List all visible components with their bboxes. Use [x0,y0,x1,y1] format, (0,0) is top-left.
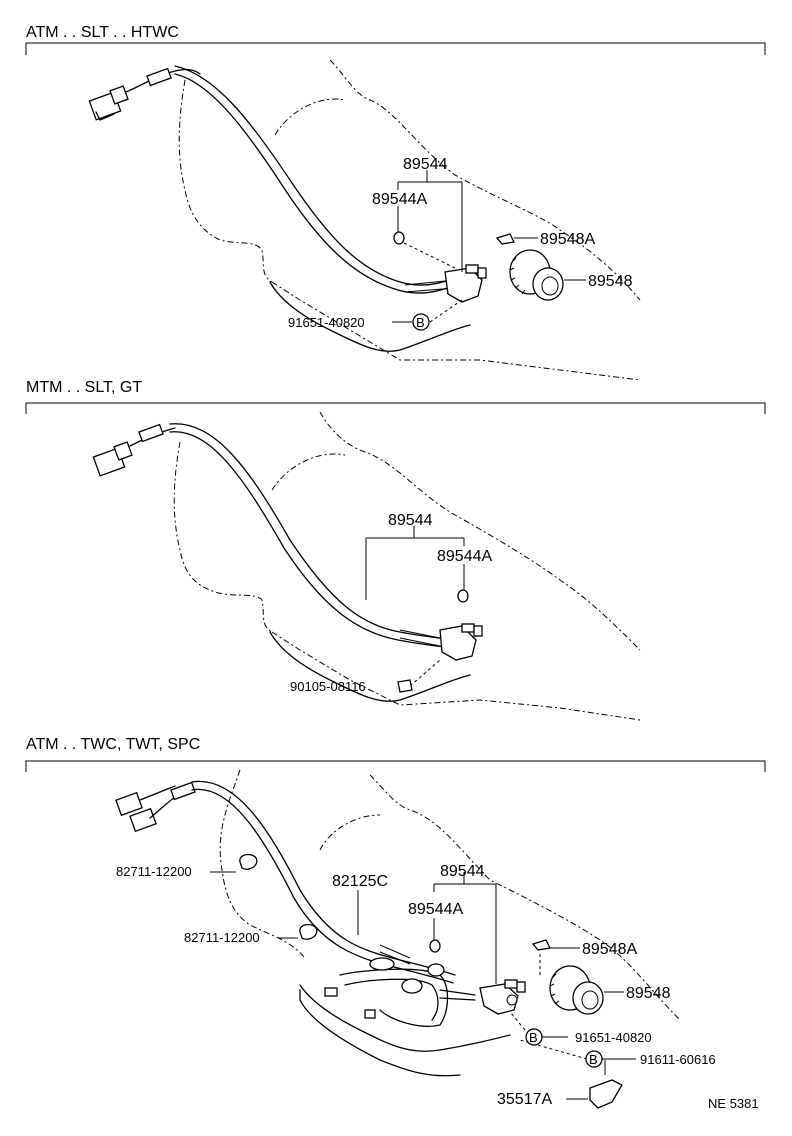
label-91651-40820-sec3: 91651-40820 [575,1030,652,1045]
label-89544A-sec3: 89544A [408,901,463,918]
section-3: ATM . . TWC, TWT, SPC [25,736,766,1109]
section-2-title: MTM . . SLT, GT [26,379,142,396]
bolt-marker-b2-sec3 [585,1050,603,1068]
section-1: ATM . . SLT . . HTWC [25,24,766,381]
section-1-bracket [25,42,766,55]
section-2: MTM . . SLT, GT 89544 89544A 90105-08116 [25,379,766,721]
o-ring-89544A-sec3 [429,939,441,953]
o-ring-89544A-sec2 [457,589,469,603]
label-89548-sec1: 89548 [588,273,633,290]
label-82125C: 82125C [332,873,388,890]
label-91651-40820-sec1: 91651-40820 [288,315,365,330]
section-1-title: ATM . . SLT . . HTWC [26,24,179,41]
clamp-82711-12200-b [299,923,318,940]
bolt-marker-b1-sec3 [525,1028,543,1046]
label-82711-12200-a: 82711-12200 [116,864,192,879]
speed-sensor-89544-sec3 [479,979,526,1015]
label-89548-sec3: 89548 [626,985,671,1002]
clip-89548A-sec3 [531,939,551,951]
label-82711-12200-b: 82711-12200 [184,930,260,945]
label-89544A-sec2: 89544A [437,548,492,565]
label-89544-sec3: 89544 [440,863,485,880]
bolt-marker-b-sec1 [412,313,430,331]
section-2-bracket [25,402,766,414]
speed-sensor-89544-sec2 [439,623,483,661]
connector-1 [88,67,201,121]
label-circle-b-sec1: B [416,315,425,330]
driven-gear-89548-sec1 [509,249,564,301]
label-35517A: 35517A [497,1091,552,1108]
clip-89548A-sec1 [495,233,515,245]
label-89544-sec1: 89544 [403,156,448,173]
connector-2 [92,423,176,477]
clamp-82711-12200-a [239,853,258,870]
connector-3 [115,781,196,833]
label-89544-sec2: 89544 [388,512,433,529]
label-89544A-sec1: 89544A [372,191,427,208]
label-89548A-sec1: 89548A [540,231,595,248]
label-89548A-sec3: 89548A [582,941,637,958]
label-90105-08116: 90105-08116 [290,679,366,694]
harness-assembly-82125C [324,957,476,1027]
figure-code: NE 5381 [708,1096,759,1111]
driven-gear-89548-sec3 [549,965,604,1015]
speed-sensor-89544-sec1 [444,264,487,303]
bolt-90105-08116 [397,679,413,693]
bracket-35517A [589,1060,623,1109]
section-3-title: ATM . . TWC, TWT, SPC [26,736,200,753]
section-3-bracket [25,760,766,772]
o-ring-89544A-sec1 [393,231,405,245]
label-91611-60616: 91611-60616 [640,1052,716,1067]
label-circle-b1-sec3: B [529,1030,538,1045]
label-circle-b2-sec3: B [589,1052,598,1067]
